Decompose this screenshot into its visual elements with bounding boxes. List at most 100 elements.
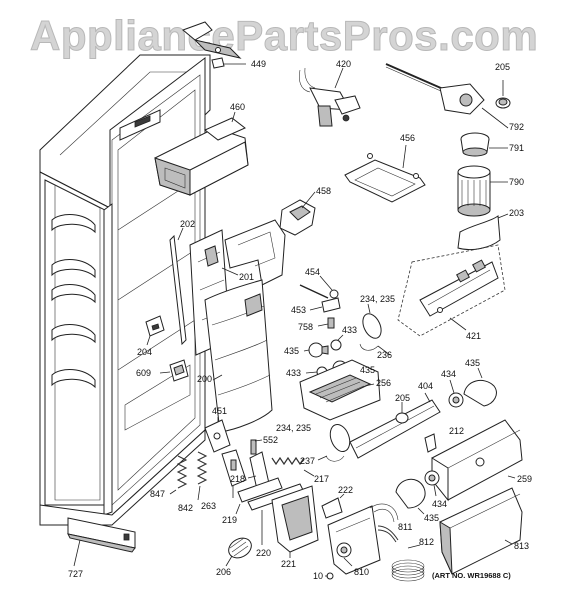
part-453-bracket: [309, 297, 341, 313]
callout-218: 218: [230, 474, 245, 484]
part-790-filter-cartridge: [457, 165, 508, 217]
callout-404: 404: [418, 381, 433, 391]
part-420-wire-harness: [299, 67, 361, 127]
callout-205b: 205: [395, 393, 410, 403]
part-434-socket: [448, 379, 464, 408]
part-203-cover: [457, 213, 509, 251]
callout-263: 263: [201, 501, 216, 511]
part-812-tube-coil: [391, 544, 425, 582]
part-434-socket-b: [424, 470, 440, 497]
callout-790: 790: [509, 177, 524, 187]
callout-791: 791: [509, 143, 524, 153]
callout-205a: 205: [495, 62, 510, 72]
part-205-cap: [495, 80, 511, 109]
callout-609: 609: [136, 368, 151, 378]
callout-212: 212: [449, 426, 464, 436]
callout-453: 453: [291, 305, 306, 315]
part-221-chute: [271, 485, 319, 558]
part-451-bracket: [204, 417, 231, 453]
callout-434a: 434: [441, 369, 456, 379]
callout-256: 256: [376, 378, 391, 388]
callout-234a: 234, 235: [360, 294, 395, 304]
callout-420: 420: [336, 59, 351, 69]
part-609-switch: [159, 359, 189, 382]
callout-456: 456: [400, 133, 415, 143]
part-206-grille: [225, 537, 252, 567]
callout-434b: 434: [432, 499, 447, 509]
callout-435a: 435: [284, 346, 299, 356]
callout-433a: 433: [342, 325, 357, 335]
part-758-screw: [317, 317, 335, 329]
part-811-tube: [377, 525, 399, 543]
part-204-clip: [145, 315, 165, 346]
refrigerator-cabinet: [39, 54, 211, 526]
callout-200: 200: [197, 374, 212, 384]
part-dispenser-housing: [224, 219, 286, 286]
part-237-lens: [317, 423, 351, 462]
callout-204: 204: [137, 347, 152, 357]
callout-811: 811: [398, 522, 412, 532]
part-212-clip: [424, 433, 437, 453]
part-552-screw: [250, 439, 263, 455]
part-256-drip-tray: [299, 359, 381, 421]
callout-217: 217: [314, 474, 329, 484]
callout-221: 221: [281, 559, 296, 569]
callout-552: 552: [263, 435, 278, 445]
callout-435d: 435: [424, 513, 439, 523]
callout-203: 203: [509, 208, 524, 218]
art-number: (ART NO. WR19688 C): [432, 571, 511, 580]
callout-842: 842: [178, 503, 193, 513]
part-792-dispenser-arm: [385, 63, 509, 129]
part-458-bracket: [279, 191, 316, 236]
callout-454: 454: [305, 267, 320, 277]
part-460-air-duct: [154, 111, 249, 196]
part-200-door-liner: [204, 279, 273, 433]
callout-847: 847: [150, 489, 165, 499]
part-791-filter-head: [460, 132, 508, 157]
part-435-bulb-a: [303, 342, 329, 358]
part-205-cap-b: [395, 402, 409, 424]
callout-460: 460: [230, 102, 245, 112]
callout-435c: 435: [465, 358, 480, 368]
watermark-text: AppliancePartsPros.com: [30, 12, 538, 59]
callout-222: 222: [338, 485, 353, 495]
callout-758: 758: [298, 322, 313, 332]
callout-219: 219: [222, 515, 237, 525]
callout-236: 236: [377, 350, 392, 360]
part-433-socket-a: [330, 334, 344, 351]
part-435-bulb-d: [395, 478, 426, 515]
callout-449: 449: [251, 59, 266, 69]
part-435-bulb-c: [463, 367, 497, 407]
callout-421: 421: [466, 331, 481, 341]
part-236-lens: [359, 303, 391, 356]
part-217-spring: [271, 456, 315, 477]
part-810-water-valve: [327, 503, 399, 575]
part-202-trim: [169, 227, 187, 346]
part-263-lever: [221, 449, 247, 498]
callout-202: 202: [180, 219, 195, 229]
callout-10: 10: [313, 571, 323, 581]
part-421-control-board: [397, 244, 506, 337]
callout-458: 458: [316, 186, 331, 196]
callout-234b: 234, 235: [276, 423, 311, 433]
callout-813: 813: [514, 541, 529, 551]
callout-812: 812: [419, 537, 434, 547]
callout-206: 206: [216, 567, 231, 577]
part-813-trim-panel: [439, 487, 523, 575]
part-219-arm: [235, 477, 283, 515]
part-259-light-housing: [431, 419, 523, 502]
callout-201: 201: [239, 272, 254, 282]
callout-810: 810: [354, 567, 369, 577]
callout-727: 727: [68, 569, 83, 579]
callout-259: 259: [517, 474, 532, 484]
callout-237: 237: [300, 456, 315, 466]
callout-435b: 435: [360, 365, 375, 375]
callout-220: 220: [256, 548, 271, 558]
part-454-lamp-socket: [299, 275, 339, 299]
part-10-screw: [325, 572, 334, 580]
part-842-spring: [196, 451, 208, 501]
callout-451: 451: [212, 406, 227, 416]
part-847-spring: [169, 455, 188, 495]
part-222-bracket: [321, 493, 345, 519]
